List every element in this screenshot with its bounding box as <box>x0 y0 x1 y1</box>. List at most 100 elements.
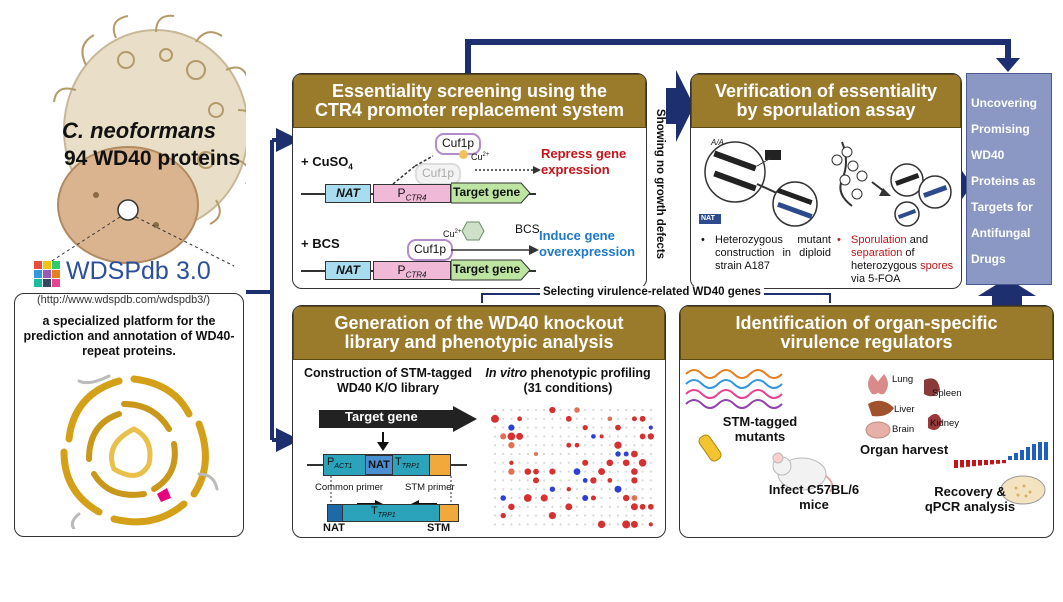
matrix-dot <box>534 435 538 438</box>
pctr4-box-1: PCTR4 <box>373 184 451 203</box>
matrix-dot <box>574 407 580 413</box>
bcs-hexagon-icon <box>461 221 485 241</box>
matrix-dot <box>641 488 644 491</box>
qpcr-bar <box>954 460 958 468</box>
matrix-dot <box>625 408 628 412</box>
matrix-dot <box>523 494 532 502</box>
matrix-dot <box>616 523 620 526</box>
matrix-dot <box>559 470 562 473</box>
qpcr-bar <box>966 460 970 467</box>
qpcr-bar <box>1038 442 1042 460</box>
matrix-dot <box>509 460 514 465</box>
matrix-dot <box>493 488 497 491</box>
matrix-dot <box>533 451 539 457</box>
matrix-dot <box>526 461 529 464</box>
matrix-dot <box>616 514 620 517</box>
matrix-dot <box>543 488 546 491</box>
matrix-dot <box>592 408 595 412</box>
qpcr-bar <box>1026 447 1030 460</box>
matrix-dot <box>502 488 505 491</box>
matrix-dot <box>559 523 562 526</box>
recovery-label: Recovery & qPCR analysis <box>924 484 1016 514</box>
matrix-dot <box>543 435 546 438</box>
matrix-dot <box>518 505 521 508</box>
matrix-dot <box>590 495 596 501</box>
matrix-dot <box>518 452 521 456</box>
matrix-dot <box>649 452 652 456</box>
ko-target-gene-label: Target gene <box>345 409 418 424</box>
wdspdb-logo: WDSPdb 3.0 <box>30 257 244 293</box>
matrix-dot <box>567 523 570 526</box>
spleen-label: Spleen <box>932 388 962 399</box>
matrix-dot <box>516 432 524 440</box>
tube-icon <box>698 434 722 462</box>
matrix-dot <box>608 435 611 438</box>
matrix-dot <box>649 444 652 447</box>
matrix-dot <box>639 433 646 440</box>
wdspdb-panel: (http://www.wdspdb.com/wdspdb3/) a speci… <box>14 293 244 537</box>
matrix-dot <box>510 523 513 526</box>
matrix-dot <box>592 514 595 517</box>
matrix-dot <box>493 496 497 500</box>
cuf1p-bound: Cuf1p <box>435 133 481 155</box>
matrix-dot <box>500 433 507 440</box>
matrix-dot <box>502 505 505 508</box>
matrix-dot <box>510 488 513 491</box>
matrix-dot <box>551 426 554 429</box>
matrix-dot <box>543 444 546 447</box>
matrix-dot <box>584 444 587 447</box>
organ-harvest-label: Organ harvest <box>860 442 949 457</box>
matrix-dot <box>616 479 620 482</box>
bottom-nat-label: NAT <box>323 522 345 534</box>
matrix-dot <box>493 426 497 429</box>
matrix-dot <box>625 444 628 447</box>
bottom-nat-block <box>327 504 343 522</box>
matrix-dot <box>566 486 572 492</box>
matrix-dot <box>608 505 611 508</box>
no-growth-defects-label: Showing no growth defects <box>654 108 666 260</box>
matrix-dot <box>543 426 546 429</box>
cu2-label-2: Cu2+ <box>443 229 462 239</box>
matrix-dot <box>510 479 513 482</box>
matrix-dot <box>493 444 497 447</box>
matrix-dot <box>631 495 638 501</box>
matrix-dot <box>625 488 628 491</box>
matrix-dot <box>559 444 562 447</box>
matrix-dot <box>567 435 570 438</box>
kidney-label: Kidney <box>930 418 960 429</box>
wdspdb-description: a specialized platform for the predictio… <box>23 314 235 358</box>
matrix-dot <box>540 494 548 502</box>
matrix-dot <box>575 426 579 429</box>
matrix-dot <box>526 523 529 526</box>
matrix-dot <box>526 488 529 491</box>
essentiality-panel: Essentiality screening using the CTR4 pr… <box>292 73 647 289</box>
matrix-dot <box>649 488 652 491</box>
matrix-dot <box>615 451 621 457</box>
qpcr-bar <box>1008 456 1012 460</box>
qpcr-bar <box>1002 460 1006 464</box>
profiling-label: In vitro phenotypic profiling (31 condit… <box>485 366 651 395</box>
matrix-dot <box>526 435 529 438</box>
matrix-dot <box>493 523 497 526</box>
arrow-up-to-uncovering <box>978 278 1036 306</box>
matrix-dot <box>559 488 562 491</box>
bcs-plus-label: + BCS <box>301 236 340 251</box>
matrix-dot <box>559 452 562 456</box>
matrix-dot <box>584 435 587 438</box>
wd40-structure-icon <box>60 374 219 529</box>
matrix-dot <box>631 477 638 484</box>
matrix-dot <box>526 417 529 420</box>
matrix-dot <box>551 496 554 500</box>
matrix-dot <box>510 514 513 517</box>
petri-dish-icon <box>1000 475 1046 505</box>
matrix-dot <box>575 479 579 482</box>
matrix-dot <box>616 505 620 508</box>
matrix-dot <box>502 452 505 456</box>
phenotype-dot-matrix <box>481 402 661 534</box>
matrix-dot <box>600 488 603 491</box>
stm-primer-label: STM primer <box>405 482 455 493</box>
spores-word: spores <box>920 260 954 272</box>
target-gene-arrow-2 <box>451 259 531 281</box>
matrix-dot <box>600 426 603 429</box>
matrix-dot <box>518 496 521 500</box>
